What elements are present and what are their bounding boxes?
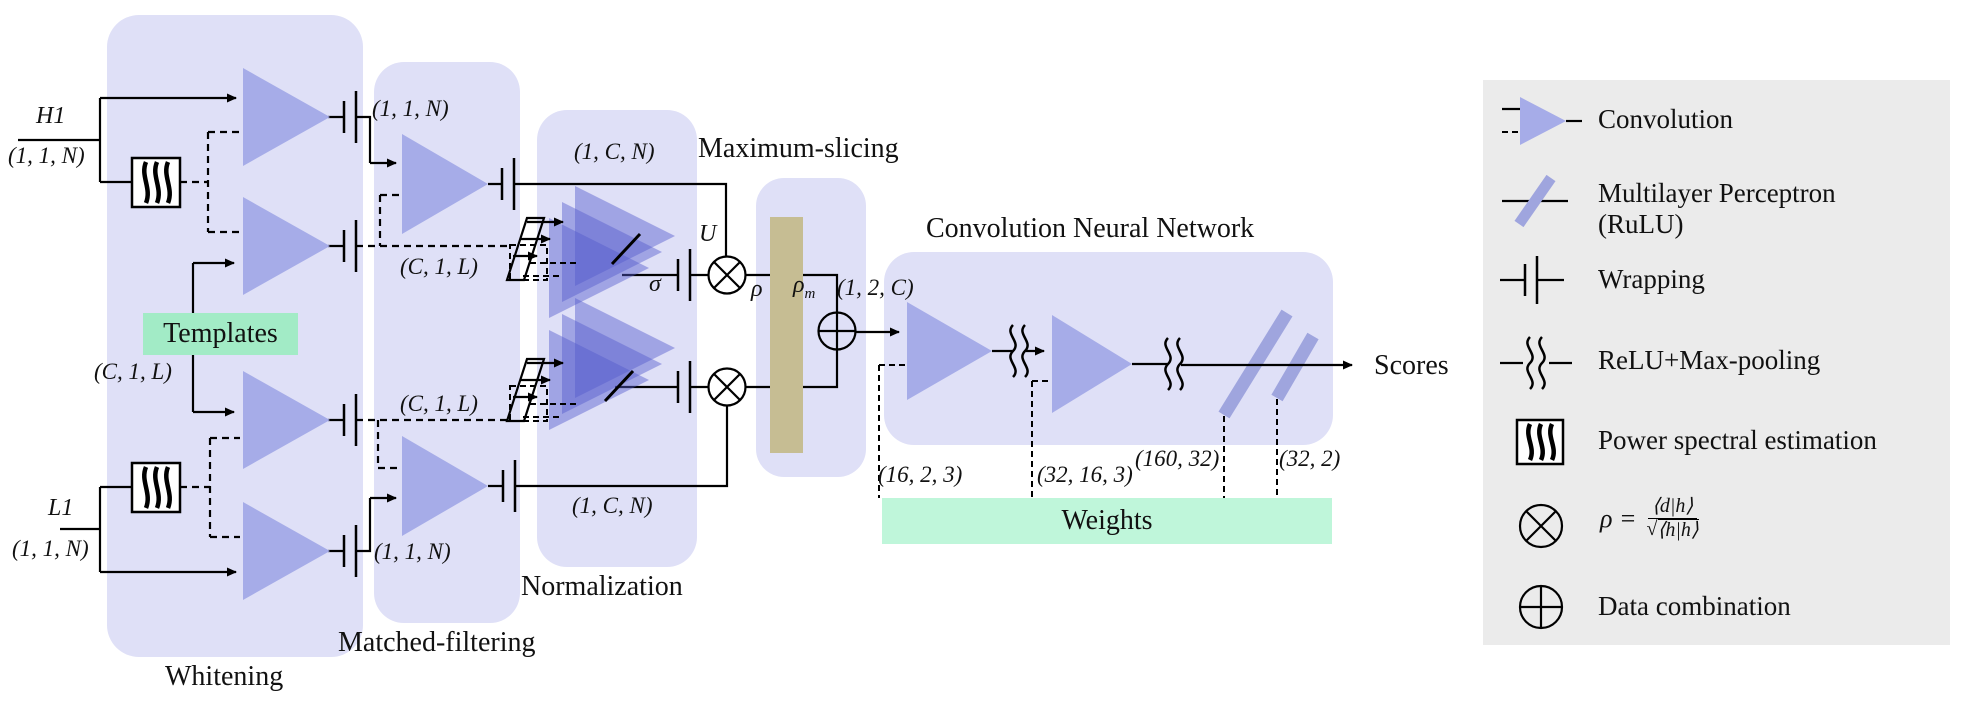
matched-filtering-conv-triangles (402, 134, 488, 536)
arrow-wires (100, 93, 1045, 577)
legend-mlp-label-line1: Multilayer Perceptron (1598, 178, 1836, 208)
templates-box (143, 313, 298, 355)
templates-label: Templates (163, 318, 278, 349)
legend-psd-label: Power spectral estimation (1598, 425, 1877, 455)
psd-icon (130, 461, 182, 514)
conv-triangle-h1-signal (243, 68, 330, 166)
legend-data-combination-label: Data combination (1598, 591, 1791, 621)
mf-bottom-shape-label: (1, C, N) (572, 493, 653, 518)
max-slash-icon (610, 232, 642, 266)
legend-wrapping-label: Wrapping (1598, 264, 1705, 294)
sqrt-sign: √ (1646, 518, 1658, 540)
convolution-legend-icon (1502, 97, 1582, 145)
relu-maxpool-icon (1164, 337, 1184, 391)
wrapping-icon (342, 525, 358, 577)
channel-fan-upper (505, 216, 576, 282)
matched-filtering-title: Matched-filtering (338, 627, 536, 658)
cl-top-shape-label: (C, 1, L) (400, 254, 478, 279)
operator-nodes (707, 255, 857, 407)
legend-relu-label: ReLU+Max-pooling (1598, 345, 1821, 375)
weights-box (882, 498, 1332, 544)
whitened-l1-shape-label: (1, 1, N) (374, 539, 451, 564)
legend-snr-formula: ρ = ⟨d|h⟩ √ ⟨h|h⟩ (1600, 495, 1699, 541)
normalization-stacks (549, 186, 675, 430)
templates-shape-label: (C, 1, L) (94, 359, 172, 384)
legend-convolution-label: Convolution (1598, 104, 1734, 134)
legend-icons (1500, 97, 1582, 630)
u-label: U (699, 221, 717, 247)
cnn-layers (907, 302, 1353, 419)
rho-label: ρ (751, 276, 763, 302)
psd-boxes (130, 156, 182, 514)
legend-mlp-label-line2: (RuLU) (1598, 209, 1684, 239)
rho-m-label: ρm (793, 272, 816, 302)
conv-triangle-l1-signal (243, 502, 330, 600)
cnn-block (884, 252, 1333, 445)
dashed-wires (180, 130, 510, 539)
l1-shape-label: (1, 1, N) (12, 536, 89, 561)
h1-input-label: H1 (36, 103, 66, 129)
scores-output-label: Scores (1374, 350, 1449, 381)
conv-triangle-cnn1 (907, 302, 992, 400)
wrapping-icon (676, 249, 692, 301)
psd-icon (130, 156, 182, 209)
wrapping-icons (342, 91, 692, 577)
weight-dashed-connectors (878, 364, 1278, 498)
conv-triangle-mf-h1 (402, 134, 488, 234)
snr-multiply-icon (707, 367, 747, 407)
wrapping-icon (676, 361, 692, 413)
relu-maxpool-icon (1009, 324, 1029, 378)
conv-triangle-mf-l1 (402, 436, 488, 536)
psd-legend-icon (1515, 418, 1565, 466)
conv-triangle-l1-template (243, 371, 330, 469)
weights-conv2-shape-label: (32, 16, 3) (1037, 462, 1133, 487)
wrapping-icon (342, 394, 358, 446)
snr-multiply-legend-icon (1518, 503, 1564, 549)
normalization-title: Normalization (521, 571, 683, 602)
conv-triangle-h1-template (243, 197, 330, 295)
relu-maxpool-legend-icon (1500, 336, 1572, 390)
mlp-legend-icon (1502, 174, 1568, 228)
weights-label: Weights (1061, 505, 1153, 536)
max-slash-icon (603, 369, 635, 403)
mf-top-shape-label: (1, C, N) (574, 139, 655, 164)
whitened-h1-shape-label: (1, 1, N) (372, 96, 449, 121)
data-combination-legend-icon (1518, 584, 1564, 630)
normalization-block (537, 110, 697, 567)
whitening-title: Whitening (165, 661, 284, 692)
l1-input-label: L1 (48, 495, 74, 521)
wrapping-icon (342, 220, 358, 272)
snr-multiply-icon (707, 255, 747, 295)
cl-bottom-shape-label: (C, 1, L) (400, 391, 478, 416)
channel-fan-lower (505, 357, 576, 423)
data-combination-icon (817, 311, 857, 351)
wrapping-icon (501, 460, 517, 512)
weights-conv1-shape-label: (16, 2, 3) (878, 462, 963, 487)
max-slicing-bar (770, 217, 803, 453)
weights-mlp1-shape-label: (160, 32) (1135, 446, 1220, 471)
h1-shape-label: (1, 1, N) (8, 143, 85, 168)
wrapping-icon (342, 91, 358, 143)
wrapping-icon (500, 158, 516, 210)
maximum-slicing-title: Maximum-slicing (698, 133, 899, 164)
conv-triangle-cnn2 (1052, 315, 1132, 413)
whitening-conv-triangles (243, 68, 330, 600)
combined-shape-label: (1, 2, C) (837, 275, 914, 300)
mlp-bar-icon (1271, 332, 1319, 402)
wrapping-legend-icon (1500, 256, 1564, 304)
weights-mlp2-shape-label: (32, 2) (1279, 446, 1341, 471)
sigma-label: σ (649, 271, 661, 297)
cnn-title: Convolution Neural Network (926, 213, 1255, 244)
